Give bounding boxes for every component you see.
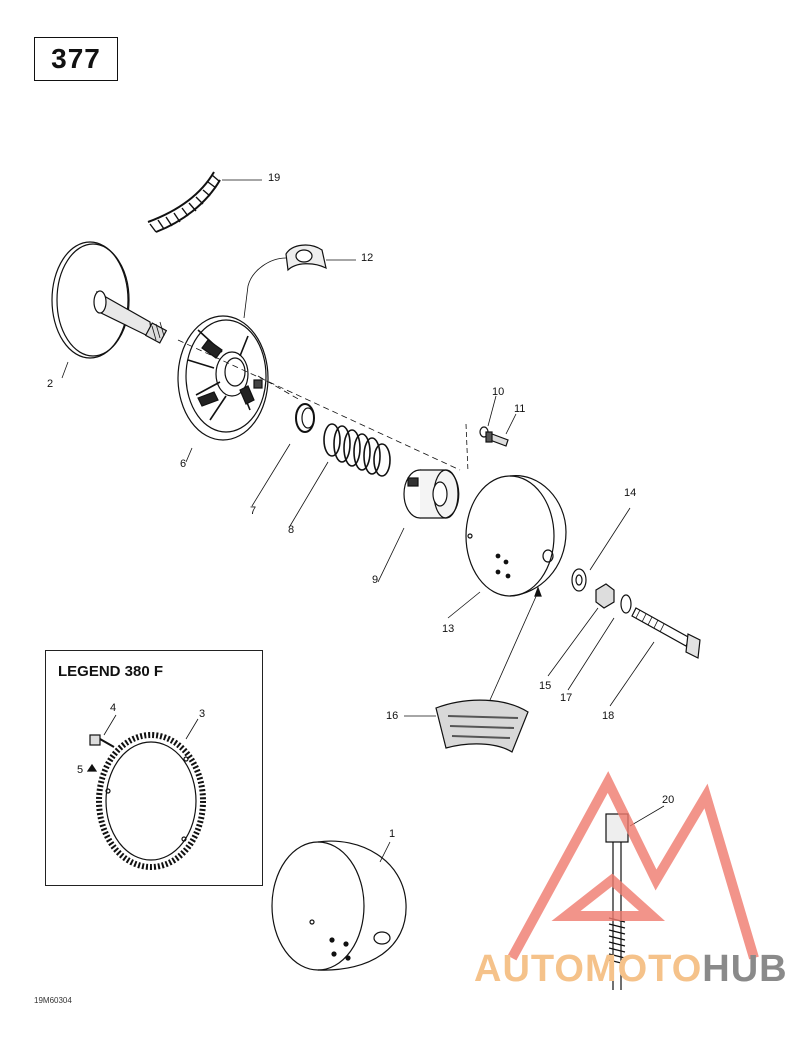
callout-18: 18 <box>602 710 615 722</box>
callout-6: 6 <box>180 458 187 470</box>
watermark-text: AUTOMOTOHUB <box>474 948 788 991</box>
lock-washer-17-part <box>620 594 632 614</box>
callout-1: 1 <box>389 828 396 840</box>
pulley-assembly-part <box>271 840 407 971</box>
callout-17: 17 <box>560 692 573 704</box>
cover-cap-part <box>465 475 567 597</box>
drive-belt-part <box>147 171 221 233</box>
slider-shoe-part <box>285 244 327 272</box>
governor-cup-part <box>403 469 460 519</box>
callout-14: 14 <box>624 487 637 499</box>
sliding-sheave-part <box>177 315 269 441</box>
callout-3: 3 <box>199 708 206 720</box>
nut-part <box>595 583 615 609</box>
drawing-reference-code: 19M60304 <box>34 996 72 1005</box>
watermark-text-part1: AUTOMOTO <box>474 948 703 990</box>
callout-9: 9 <box>372 574 379 586</box>
callout-5: 5 <box>77 764 84 776</box>
fixed-sheave-part <box>51 241 168 359</box>
ring-part <box>295 403 315 433</box>
callout-2: 2 <box>47 378 54 390</box>
flat-washer-part <box>571 568 587 592</box>
legend-panel: LEGEND 380 F <box>45 650 263 886</box>
callout-15: 15 <box>539 680 552 692</box>
cap-bolt-part <box>631 607 701 659</box>
spring-part <box>323 423 391 477</box>
long-bolt-part <box>605 813 629 990</box>
watermark-logo <box>507 771 759 961</box>
callout-11: 11 <box>514 403 526 415</box>
callout-10: 10 <box>492 386 505 398</box>
ring-gear-drawing <box>86 714 206 870</box>
callout-20: 20 <box>662 794 675 806</box>
legend-title: LEGEND 380 F <box>58 663 164 680</box>
callout-7: 7 <box>250 505 257 517</box>
watermark-text-part2: HUB <box>702 948 788 990</box>
page-number: 377 <box>34 37 118 81</box>
callout-8: 8 <box>288 524 295 536</box>
callout-19: 19 <box>268 172 281 184</box>
callout-4: 4 <box>110 702 117 714</box>
small-screw-part <box>485 431 509 447</box>
callout-12: 12 <box>361 252 374 264</box>
warning-decal-part <box>435 699 529 753</box>
callout-13: 13 <box>442 623 455 635</box>
callout-16: 16 <box>386 710 399 722</box>
